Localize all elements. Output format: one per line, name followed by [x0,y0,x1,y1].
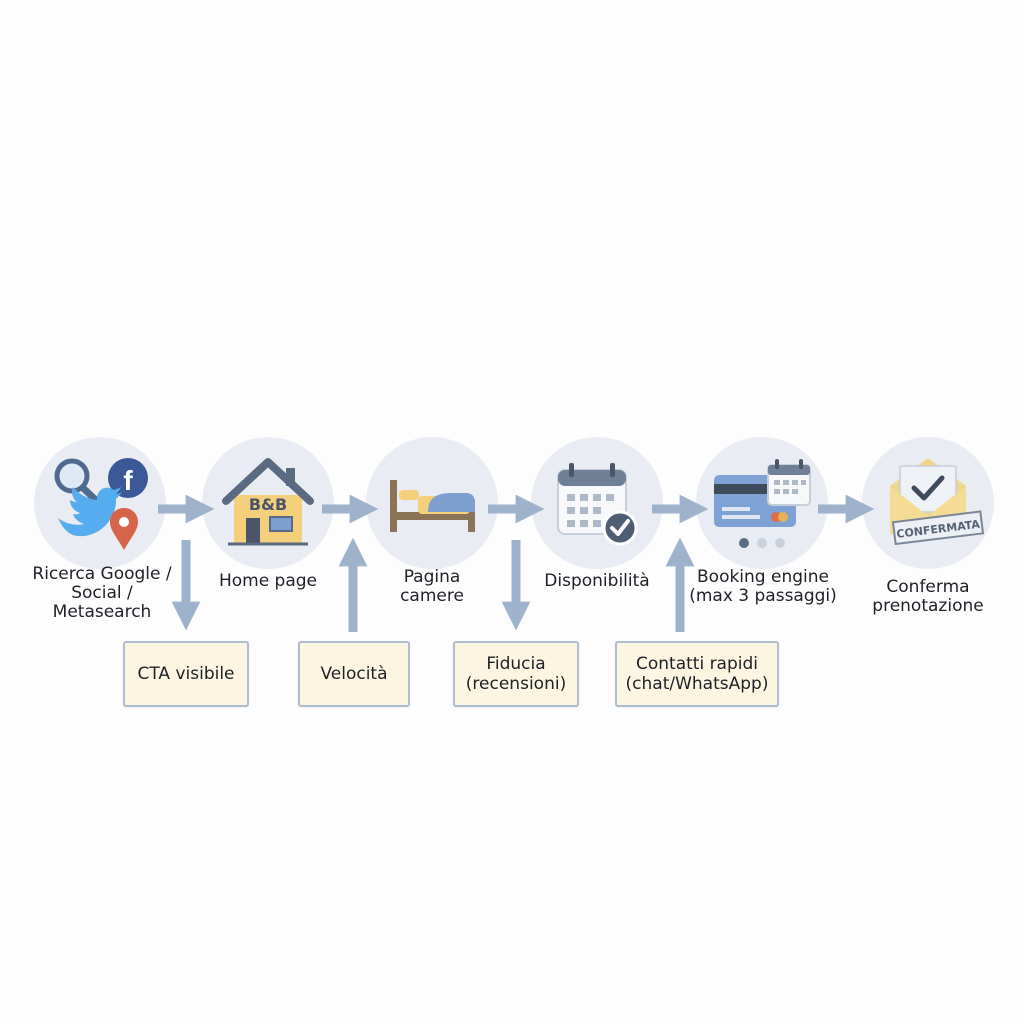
note-quick-contacts: Contatti rapidi (chat/WhatsApp) [615,641,779,707]
connector-arrows [171,537,695,632]
house-sign: B&B [249,495,287,514]
confirmation-stamp: CONFERMATA [891,510,985,546]
note-trust-reviews: Fiducia (recensioni) [453,641,579,707]
carousel-dot [757,538,767,548]
step-label-booking: Booking engine (max 3 passaggi) [689,567,837,606]
note-cta-visible: CTA visibile [123,641,249,707]
carousel-dot [775,538,785,548]
step-label-search: Ricerca Google / Social / Metasearch [32,564,172,622]
map-pin-icon [110,508,138,550]
facebook-icon: f [108,458,148,498]
step-label-home: Home page [218,571,318,591]
step-label-rooms: Pagina camere [400,567,464,606]
bed-icon [390,480,475,532]
twitter-icon [58,487,122,537]
step-label-availability: Disponibilità [544,571,650,591]
step-label-confirmation: Conferma prenotazione [872,577,984,616]
house-icon: B&B [222,458,314,546]
credit-card-calendar-icon [714,459,811,548]
calendar-check-icon [557,463,638,546]
svg-text:f: f [123,465,133,496]
envelope-check-icon: CONFERMATA [890,458,985,546]
carousel-dot-active [739,538,749,548]
note-speed: Velocità [298,641,410,707]
